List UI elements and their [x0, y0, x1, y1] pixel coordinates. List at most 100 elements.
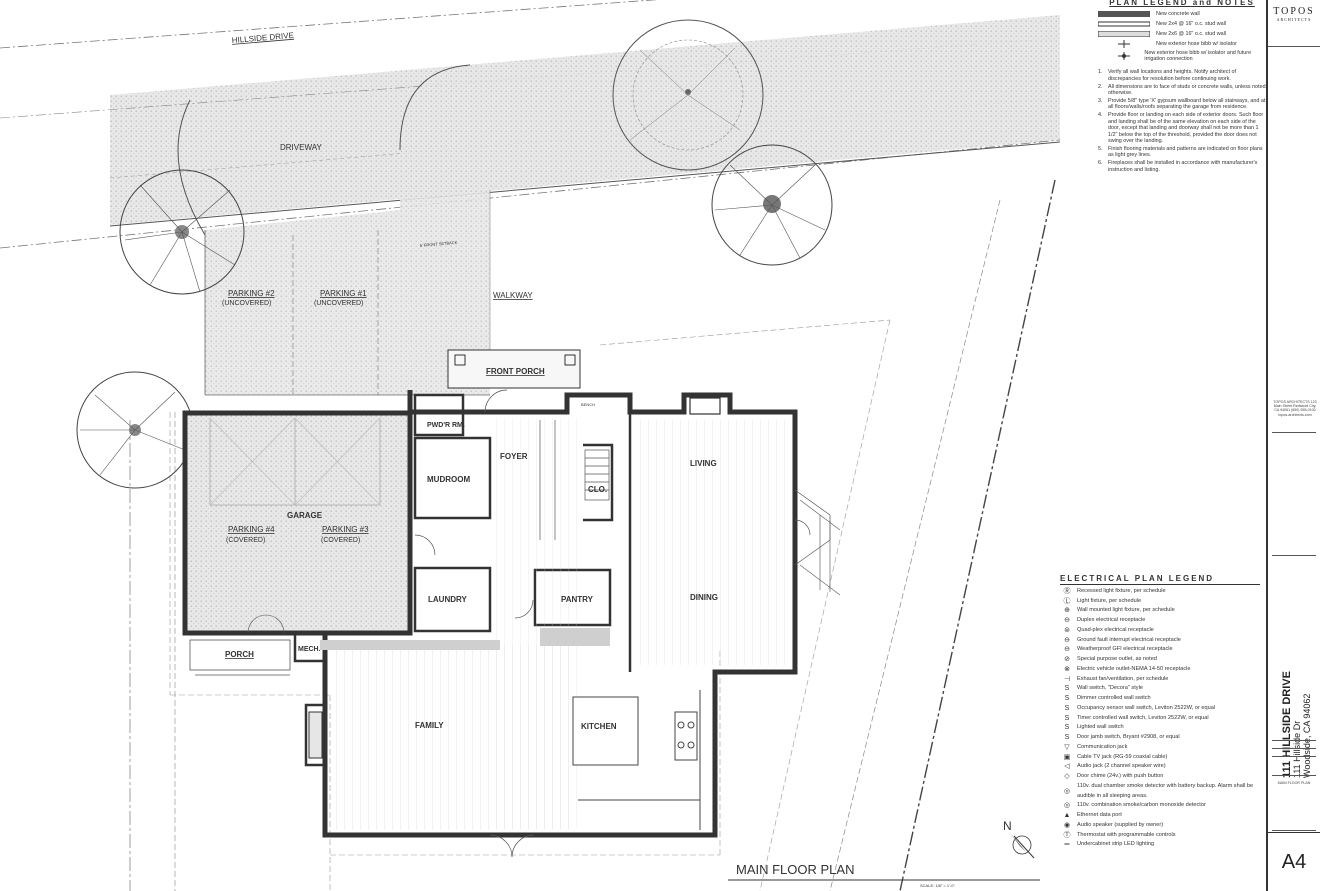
electrical-symbol-icon: Ⓛ	[1063, 597, 1071, 605]
divider	[1272, 432, 1316, 433]
electrical-legend-text: Communication jack	[1077, 743, 1128, 750]
laundry-label: LAUNDRY	[428, 595, 467, 604]
garage-label: GARAGE	[287, 511, 323, 520]
electrical-legend-text: Weatherproof GFI electrical receptacle	[1077, 646, 1173, 653]
electrical-symbol-icon: S	[1064, 724, 1070, 732]
electrical-legend-row: ═Undercabinet strip LED lighting	[1060, 840, 1260, 850]
electrical-symbol-icon: ⊘	[1064, 656, 1070, 663]
electrical-legend-text: Exhaust fan/ventilation, per schedule	[1077, 675, 1169, 682]
electrical-symbol-icon: ⊕	[1064, 607, 1070, 615]
2x6-wall-swatch	[1098, 31, 1150, 38]
electrical-legend-row: ⊖Duplex electrical receptacle	[1060, 616, 1260, 626]
electrical-legend-text: Door chime (24v.) with push button	[1077, 773, 1164, 779]
legend-row: New exterior hose bibb w/ isolator	[1098, 39, 1266, 49]
note-item: 3.Provide 5/8" type 'X' gypsum wallboard…	[1098, 98, 1266, 111]
electrical-legend-text: Cable TV jack (RG-59 coaxial cable)	[1077, 753, 1168, 760]
legend-text: New concrete wall	[1156, 11, 1200, 18]
electrical-symbol-icon: ◎	[1063, 802, 1071, 810]
electrical-legend-row: ▣ Cable TV jack (RG-59 coaxial cable)	[1060, 753, 1260, 763]
pwdr-label: PWD'R RM.	[427, 422, 465, 429]
parking4-label: PARKING #4	[228, 525, 275, 534]
plan-legend-title: PLAN LEGEND and NOTES	[1109, 0, 1255, 7]
electrical-symbol-icon: S	[1064, 685, 1070, 693]
legend-text: New exterior hose bibb w/ isolator and f…	[1144, 50, 1252, 63]
electrical-legend-text: Audio speaker (supplied by owner)	[1077, 821, 1164, 828]
electrical-symbol-icon: ◎	[1063, 787, 1071, 795]
electrical-legend-text: Electric vehicle outlet-NEMA 14-50 recep…	[1077, 665, 1191, 672]
plan-legend-notes: PLAN LEGEND and NOTES New concrete wall …	[1098, 0, 1266, 173]
divider	[1272, 775, 1316, 776]
electrical-symbol-icon: ⊣	[1063, 675, 1071, 683]
concrete-wall-swatch	[1098, 11, 1150, 18]
electrical-legend-text: Occupancy sensor wall switch, Leviton 25…	[1077, 704, 1216, 711]
electrical-symbol-icon: ▣	[1063, 753, 1071, 761]
electrical-legend-row: ⊘Special purpose outlet, as noted	[1060, 655, 1260, 665]
legend-row: New 2x6 @ 16" o.c. stud wall	[1098, 29, 1266, 39]
parking3-sub: (COVERED)	[321, 537, 360, 544]
electrical-legend-row: ⊜ Quad-plex electrical receptacle	[1060, 626, 1260, 636]
parking2-sub: (UNCOVERED)	[222, 300, 271, 307]
front-porch	[447, 349, 581, 389]
plan-scale: SCALE: 1/8" = 1'-0"	[920, 883, 955, 888]
legend-text: New exterior hose bibb w/ isolator	[1156, 41, 1237, 48]
electrical-legend-row: ◎110v. combination smoke/carbon monoxide…	[1060, 801, 1260, 811]
electrical-symbol-icon: ◇	[1064, 773, 1070, 780]
plan-title: MAIN FLOOR PLAN	[736, 862, 854, 877]
hose-bibb-irrigation-icon	[1118, 52, 1130, 61]
dining-label: DINING	[690, 593, 718, 602]
divider	[1272, 748, 1316, 749]
electrical-symbol-icon: ▽	[1064, 743, 1070, 751]
project-city: Woodside, CA 94062	[1302, 693, 1312, 778]
electrical-symbol-icon: ⊗	[1064, 665, 1070, 673]
clo-label: CLO.	[588, 485, 607, 494]
legend-row: New 2x4 @ 16" o.c. stud wall	[1098, 19, 1266, 29]
hose-bibb-icon	[1118, 40, 1130, 49]
firm-logo: TOPOS ARCHITECTS	[1268, 0, 1320, 47]
parking4-sub: (COVERED)	[226, 537, 265, 544]
mech-label: MECH.	[298, 646, 321, 653]
electrical-legend-text: Timer controlled wall switch, Leviton 25…	[1077, 714, 1209, 721]
tree-right	[711, 144, 833, 266]
electrical-legend-row: ⊗ Electric vehicle outlet-NEMA 14-50 rece…	[1060, 665, 1260, 675]
legend-row: New concrete wall	[1098, 9, 1266, 19]
note-item: 4.Provide floor or landing on each side …	[1098, 112, 1264, 144]
electrical-symbol-icon: S	[1064, 734, 1070, 741]
electrical-legend-row: ⊖ Weatherproof GFI electrical receptacle	[1060, 645, 1260, 655]
sheet-title-small: MAIN FLOOR PLAN	[1277, 781, 1311, 785]
kitchen-label: KITCHEN	[581, 722, 617, 731]
front-porch-label: FRONT PORCH	[486, 367, 545, 376]
driveway-label: DRIVEWAY	[280, 143, 322, 152]
electrical-legend-text: Wall switch, "Decora" style	[1077, 685, 1143, 692]
electrical-legend-row: ⊣ Exhaust fan/ventilation, per schedule	[1060, 675, 1260, 685]
electrical-legend-text: Quad-plex electrical receptacle	[1077, 626, 1154, 633]
firm-address: TOPOS ARCHITECTS 123 Main Street Redwood…	[1273, 400, 1317, 417]
electrical-symbol-icon: ⊖	[1064, 646, 1070, 654]
electrical-symbol-icon: S	[1064, 704, 1070, 712]
project-address: 111 Hillside Dr	[1292, 720, 1302, 778]
parking1-label: PARKING #1	[320, 289, 367, 298]
electrical-symbol-icon: S	[1064, 714, 1070, 722]
note-item: 6.Fireplaces shall be installed in accor…	[1098, 160, 1258, 173]
electrical-legend-text: 110v. dual chamber smoke detector with b…	[1077, 782, 1254, 799]
electrical-symbol-icon: ⊜	[1064, 626, 1070, 634]
electrical-legend-row: ▲Ethernet data port	[1060, 811, 1260, 821]
divider	[1272, 740, 1316, 741]
driveway-area	[177, 20, 1060, 396]
project-info: 111 HILLSIDE DRIVE 111 Hillside Dr Woods…	[1281, 608, 1312, 778]
electrical-symbol-icon: ◁	[1064, 763, 1070, 771]
bench-label: BENCH	[581, 402, 595, 407]
electrical-symbol-icon: Ⓡ	[1063, 587, 1071, 595]
electrical-legend-row: ⊖Ground fault interrupt electrical recep…	[1060, 636, 1260, 646]
electrical-legend-row: ◎ 110v. dual chamber smoke detector with …	[1060, 782, 1260, 802]
electrical-symbol-icon: ⊖	[1064, 636, 1070, 644]
electrical-legend-row: ▽ Communication jack	[1060, 743, 1260, 753]
floor-patterns	[320, 418, 790, 830]
parking1-sub: (UNCOVERED)	[314, 300, 363, 307]
garage-area	[182, 410, 413, 636]
electrical-legend-row: ◁Audio jack (2 channel speaker wire)	[1060, 762, 1260, 772]
